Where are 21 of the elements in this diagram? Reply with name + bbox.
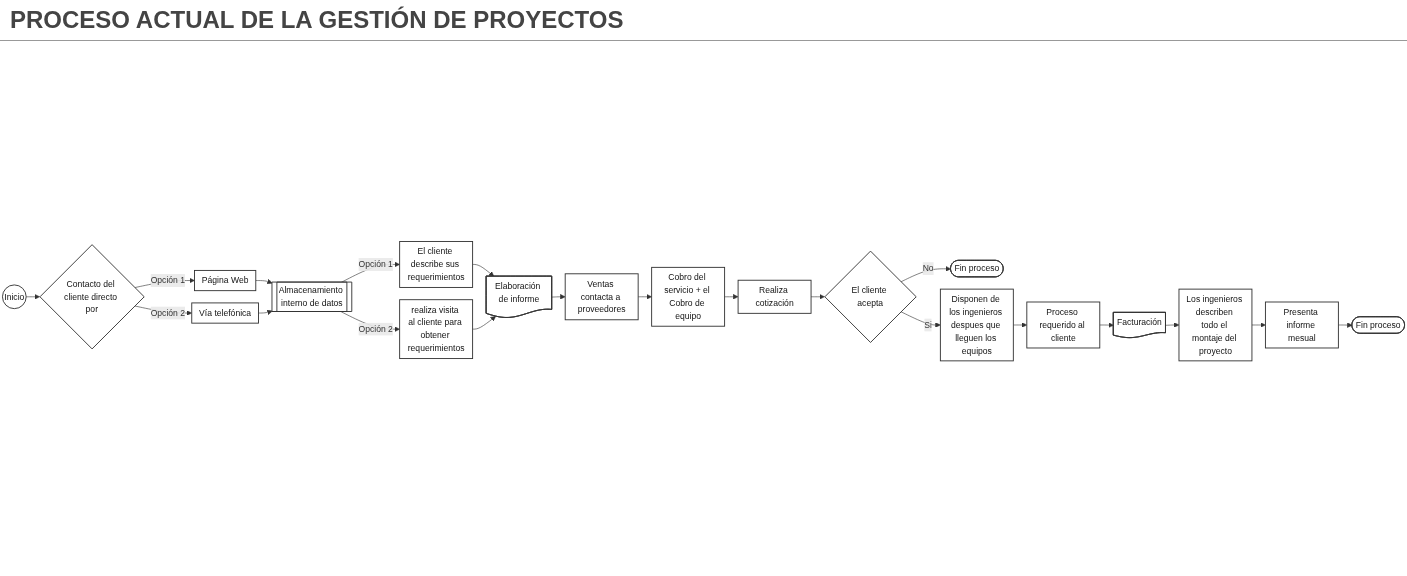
- edge-label: Si: [924, 319, 932, 330]
- node-box: Página Web: [194, 269, 257, 291]
- edge-label: Opción 1: [358, 259, 393, 269]
- node-circle: Inicio: [2, 284, 27, 309]
- node-box: Cobro del servicio + el Cobro de equipo: [651, 266, 726, 327]
- node-box: realiza visita al cliente para obtener requerimientos: [399, 299, 474, 359]
- edge-label: No: [922, 263, 934, 274]
- node-box: Los ingenieros describen todo el montaje del proyecto: [1178, 288, 1253, 362]
- node-box: Presenta informe mesual: [1264, 301, 1339, 349]
- node-box: Proceso requerido al cliente: [1026, 301, 1101, 349]
- edge-label: Opción 2: [150, 307, 186, 318]
- node-box: Disponen de los ingenieros despues que lleguen los equipos: [939, 288, 1014, 362]
- node-box: Realiza cotización: [737, 279, 812, 314]
- edge-label: Opción 1: [150, 275, 186, 285]
- edge-label: Opción 2: [358, 323, 393, 334]
- node-box: El cliente describe sus requerimientos: [399, 240, 474, 288]
- node-diamond: El cliente acepta: [824, 250, 917, 343]
- diagram-title: PROCESO ACTUAL DE LA GESTIÓN DE PROYECTOS: [0, 0, 1407, 41]
- node-box: Vía telefónica: [191, 302, 259, 324]
- node-diamond: Contacto del cliente directo por: [39, 244, 145, 350]
- node-box: Ventas contacta a proveedores: [564, 273, 639, 321]
